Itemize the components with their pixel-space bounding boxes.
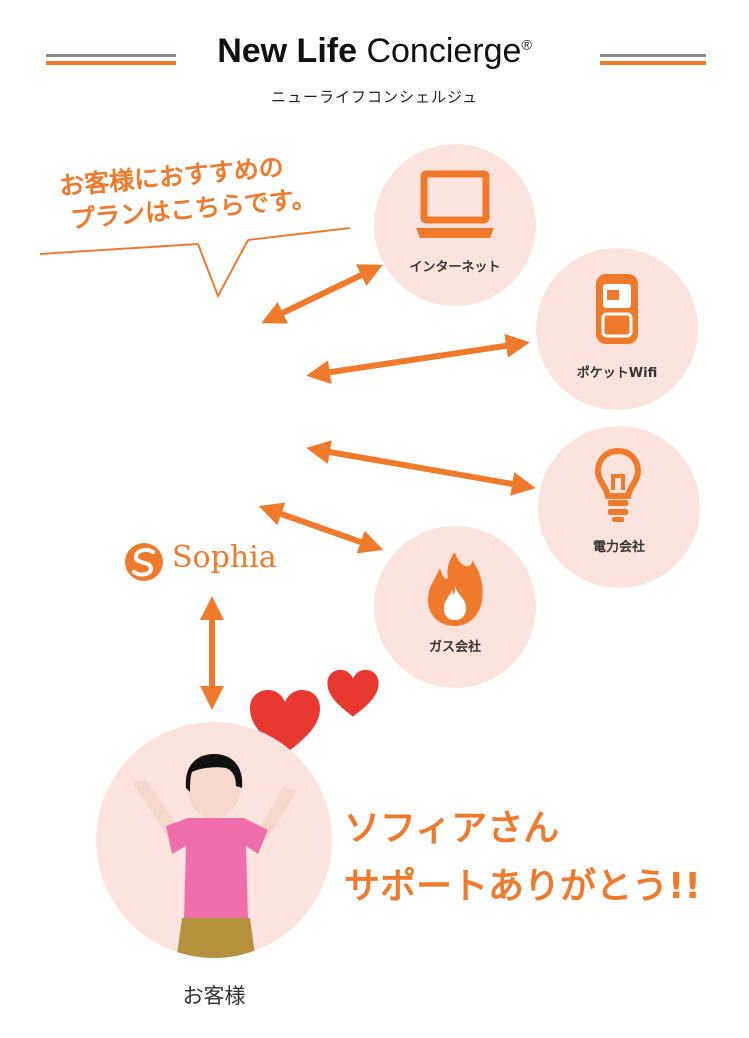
speech-bubble-icon bbox=[39, 227, 351, 299]
thanks-message: ソフィアさん サポートありがとう!! bbox=[344, 800, 701, 916]
sophia-name: Sophia bbox=[172, 540, 277, 575]
header-rule-right bbox=[600, 54, 706, 65]
arrow-electric bbox=[306, 440, 536, 496]
service-label-gas: ガス会社 bbox=[428, 640, 481, 655]
customer-label: お客様 bbox=[182, 984, 246, 1008]
title-regular: Concierge bbox=[366, 32, 522, 70]
laptop-icon bbox=[416, 170, 494, 238]
title-registered-mark: ® bbox=[521, 36, 532, 53]
arrow-gas bbox=[258, 502, 384, 554]
arrow-pocket-wifi bbox=[306, 333, 530, 385]
thanks-line-2: サポートありがとう!! bbox=[344, 866, 701, 907]
sophia-logo-icon bbox=[125, 543, 163, 581]
flame-icon bbox=[428, 552, 483, 626]
service-label-pocket-wifi: ポケットWifi bbox=[576, 366, 658, 381]
light-bulb-icon bbox=[594, 447, 642, 522]
happy-child-icon bbox=[132, 754, 296, 958]
header-rule-left bbox=[46, 54, 176, 65]
arrow-internet bbox=[261, 264, 383, 324]
service-label-electric: 電力会社 bbox=[592, 540, 645, 555]
heart-icon-small bbox=[327, 669, 379, 717]
title-bold: New Life bbox=[217, 32, 358, 70]
page-title: New Life Concierge® bbox=[0, 32, 749, 71]
service-label-internet: インターネット bbox=[409, 260, 501, 275]
page-subtitle: ニューライフコンシェルジュ bbox=[271, 88, 478, 106]
thanks-line-1: ソフィアさん bbox=[344, 808, 560, 849]
pocket-wifi-icon bbox=[596, 274, 638, 344]
